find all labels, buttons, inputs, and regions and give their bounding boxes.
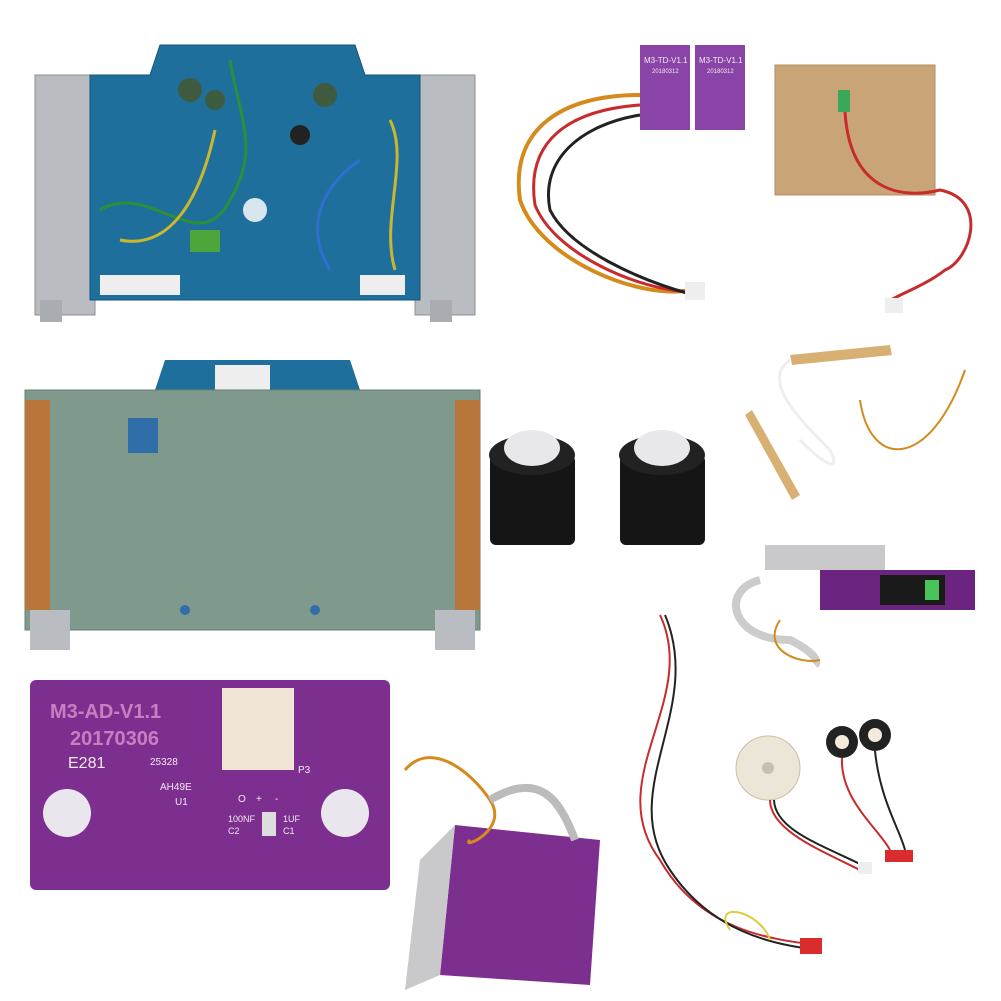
cap1-ref: C2 [228, 826, 240, 836]
ad-board-code: E281 [68, 755, 105, 772]
inductor [290, 125, 310, 145]
td-board-left [640, 45, 690, 130]
cap2-value: 1UF [283, 814, 301, 824]
td-model: M3-TD-V1.1 [644, 56, 688, 65]
cap2-ref: C1 [283, 826, 295, 836]
pin-o: O [238, 794, 246, 805]
led-lens-cup [619, 430, 705, 545]
sticker [190, 230, 220, 252]
led-strip [745, 345, 966, 500]
td-date: 20180312 [707, 69, 734, 75]
wire-harness [639, 614, 822, 954]
buzzer [735, 735, 872, 874]
connector-label: P3 [298, 765, 311, 776]
td-model: M3-TD-V1.1 [699, 56, 743, 65]
main-control-board [34, 44, 476, 322]
mount-pad [321, 789, 369, 837]
capacitor [178, 78, 202, 102]
td-date: 20180312 [652, 69, 679, 75]
ad-board-lot: 25328 [150, 757, 178, 768]
led-lens-cup [489, 430, 575, 545]
display-board-back [403, 756, 600, 990]
battery-indicator-board [732, 545, 975, 668]
pressure-sensor-pad [774, 64, 973, 313]
cap1-value: 100NF [228, 814, 256, 824]
capacitor [205, 90, 225, 110]
connector-p3 [222, 688, 294, 770]
pin-plus: + [256, 794, 262, 805]
ad-board-date: 20170306 [70, 728, 159, 750]
mount-pad [43, 789, 91, 837]
ad-board-model: M3-AD-V1.1 [50, 701, 161, 723]
td-boards: M3-TD-V1.1 20180312 M3-TD-V1.1 20180312 [516, 45, 745, 300]
sensor-label: AH49E [160, 782, 192, 793]
ad-board: M3-AD-V1.1 20170306 E281 25328 P3 AH49E … [30, 680, 390, 890]
left-heatsink [34, 74, 96, 316]
bottom-control-board [24, 360, 481, 650]
capacitor [313, 83, 337, 107]
sensor-ref: U1 [175, 797, 188, 808]
td-board-right [695, 45, 745, 130]
headlight-leds [826, 719, 913, 862]
right-heatsink [414, 74, 476, 316]
buzzer-spot [243, 198, 267, 222]
pin-minus: - [275, 794, 278, 805]
battery-level-icon [925, 580, 939, 600]
